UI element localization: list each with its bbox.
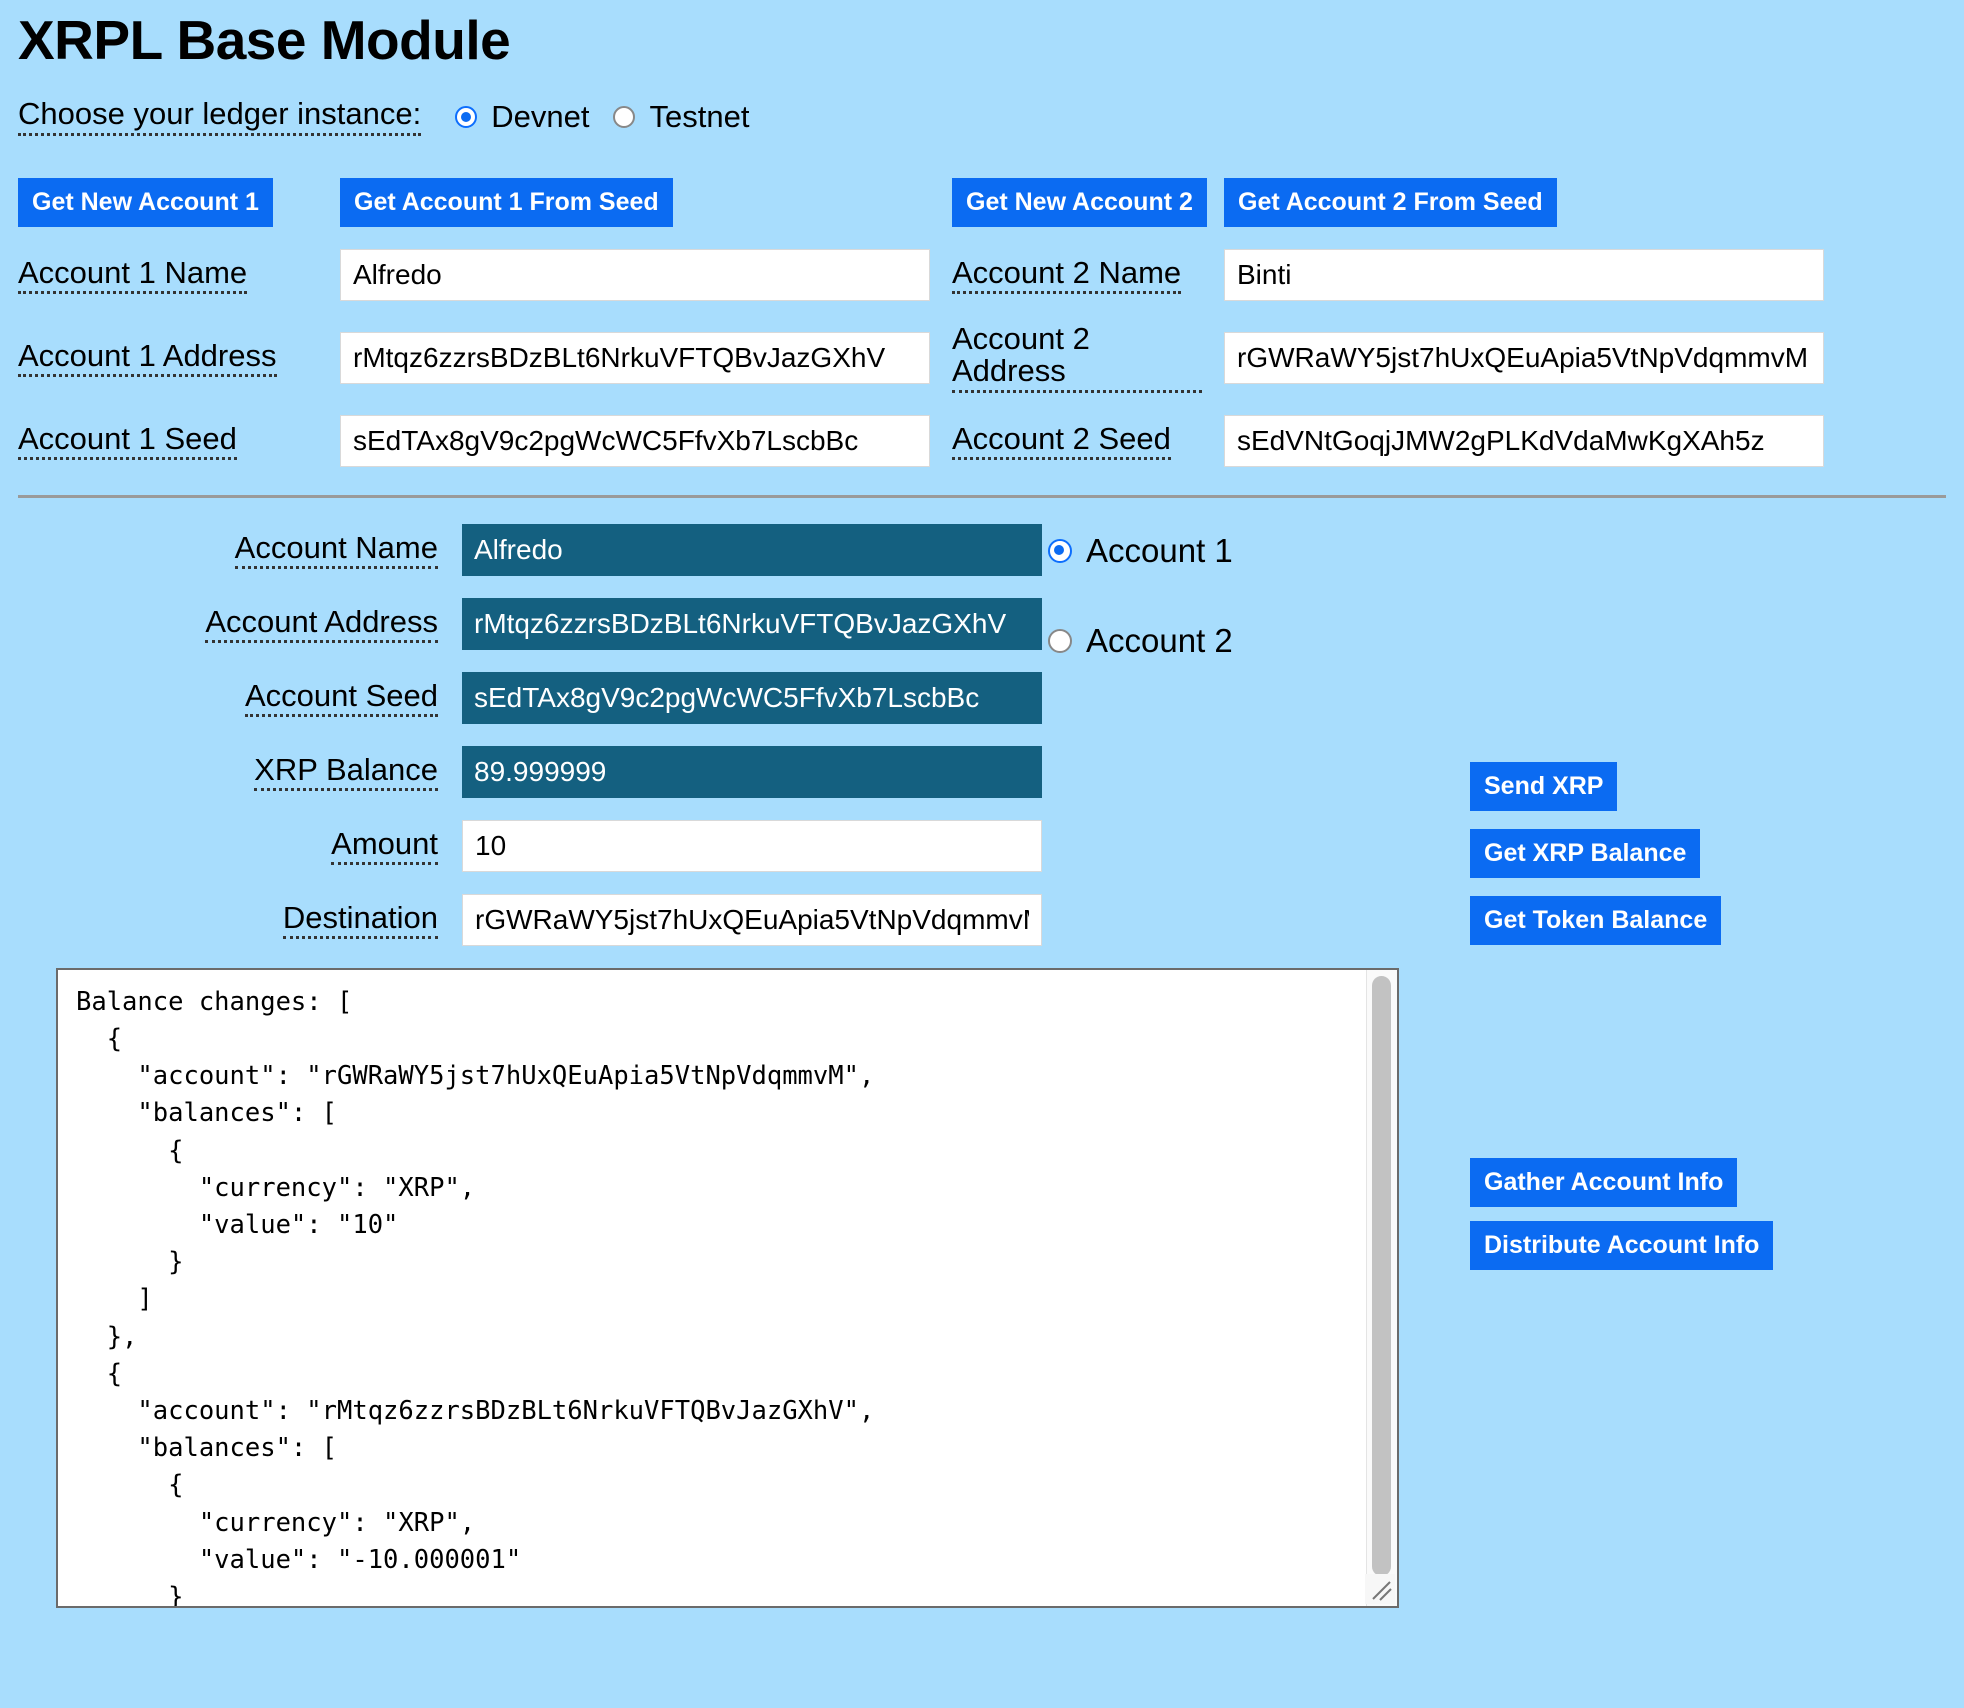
account-selector-1[interactable]: Account 1 xyxy=(1048,532,1233,570)
gather-account-info-button[interactable]: Gather Account Info xyxy=(1470,1157,1738,1207)
account-name-label-cell: Account Name xyxy=(18,530,438,570)
resize-handle-icon[interactable] xyxy=(1365,1573,1395,1604)
account-address-label: Account Address xyxy=(205,605,438,644)
ledger-option-testnet-label: Testnet xyxy=(649,98,750,134)
amount-label-cell: Amount xyxy=(18,826,438,866)
ledger-option-devnet-label: Devnet xyxy=(491,98,590,134)
ledger-option-devnet[interactable]: Devnet xyxy=(455,99,589,135)
account-selector-2-label: Account 2 xyxy=(1086,621,1233,659)
xrp-balance-label-cell: XRP Balance xyxy=(18,752,438,792)
radio-account-2-icon[interactable] xyxy=(1048,628,1072,653)
account-info-actions-group: Gather Account Info Distribute Account I… xyxy=(1470,1157,1774,1270)
account-address-field[interactable] xyxy=(462,597,1042,650)
xrp-balance-label: XRP Balance xyxy=(254,753,438,792)
amount-input[interactable] xyxy=(462,819,1042,872)
transaction-form: Account Name Account Address Account See… xyxy=(18,523,1946,946)
section-divider xyxy=(18,494,1946,498)
output-textarea[interactable]: Balance changes: [ { "account": "rGWRaWY… xyxy=(56,967,1399,1608)
account-2-address-label-cell: Account 2 Address xyxy=(952,322,1202,393)
destination-label: Destination xyxy=(282,901,438,940)
output-scrollbar[interactable] xyxy=(1366,969,1397,1606)
output-text: Balance changes: [ { "account": "rGWRaWY… xyxy=(76,986,875,1608)
destination-input[interactable] xyxy=(462,893,1042,946)
account-2-name-input[interactable] xyxy=(1224,248,1824,301)
account-1-seed-label: Account 1 Seed xyxy=(18,422,237,461)
account-2-address-label: Account 2 Address xyxy=(952,322,1202,393)
cell-account-2-from-seed: Get Account 2 From Seed xyxy=(1224,177,1557,227)
cell-new-account-1: Get New Account 1 xyxy=(18,177,273,227)
destination-label-cell: Destination xyxy=(18,900,438,940)
account-1-seed-label-cell: Account 1 Seed xyxy=(18,421,318,461)
account-1-name-label-cell: Account 1 Name xyxy=(18,255,318,295)
radio-testnet-icon[interactable] xyxy=(613,105,636,128)
page-title: XRPL Base Module xyxy=(18,9,511,71)
account-name-label: Account Name xyxy=(234,531,438,570)
balance-actions-group: Send XRP Get XRP Balance Get Token Balan… xyxy=(1470,761,1722,945)
account-2-seed-label-cell: Account 2 Seed xyxy=(952,421,1202,461)
account-1-name-input[interactable] xyxy=(340,248,930,301)
account-selector-2[interactable]: Account 2 xyxy=(1048,622,1233,660)
account-name-field[interactable] xyxy=(462,523,1042,576)
get-account-1-from-seed-button[interactable]: Get Account 1 From Seed xyxy=(340,177,673,227)
account-1-name-label: Account 1 Name xyxy=(18,256,248,295)
account-selector-group: Account 1 Account 2 xyxy=(1048,532,1257,712)
amount-label: Amount xyxy=(331,827,438,866)
ledger-instance-label: Choose your ledger instance: xyxy=(18,97,422,136)
account-2-seed-input[interactable] xyxy=(1224,414,1824,467)
radio-account-1-icon[interactable] xyxy=(1048,538,1072,563)
account-selector-1-label: Account 1 xyxy=(1086,531,1233,569)
ledger-instance-row: Choose your ledger instance: Devnet Test… xyxy=(18,97,1946,136)
output-scrollbar-thumb[interactable] xyxy=(1372,975,1391,1576)
account-seed-label-cell: Account Seed xyxy=(18,678,438,718)
output-section: Balance changes: [ { "account": "rGWRaWY… xyxy=(18,967,1946,1608)
xrp-balance-field[interactable] xyxy=(462,745,1042,798)
account-2-address-input[interactable] xyxy=(1224,331,1824,384)
account-1-seed-input[interactable] xyxy=(340,414,930,467)
ledger-option-testnet[interactable]: Testnet xyxy=(613,99,749,135)
account-1-address-label-cell: Account 1 Address xyxy=(18,338,318,378)
send-xrp-button[interactable]: Send XRP xyxy=(1470,761,1618,811)
accounts-grid: Get New Account 1 Get Account 1 From See… xyxy=(18,177,1946,467)
cell-new-account-2: Get New Account 2 xyxy=(952,177,1207,227)
account-seed-field[interactable] xyxy=(462,671,1042,724)
radio-devnet-icon[interactable] xyxy=(455,105,478,128)
distribute-account-info-button[interactable]: Distribute Account Info xyxy=(1470,1220,1774,1270)
get-xrp-balance-button[interactable]: Get XRP Balance xyxy=(1470,828,1701,878)
cell-account-1-from-seed: Get Account 1 From Seed xyxy=(340,177,673,227)
account-1-address-input[interactable] xyxy=(340,331,930,384)
account-1-address-label: Account 1 Address xyxy=(18,339,277,378)
account-2-name-label: Account 2 Name xyxy=(952,256,1182,295)
get-new-account-2-button[interactable]: Get New Account 2 xyxy=(952,177,1207,227)
get-token-balance-button[interactable]: Get Token Balance xyxy=(1470,895,1722,945)
account-2-name-label-cell: Account 2 Name xyxy=(952,255,1202,295)
app-root: XRPL Base Module Choose your ledger inst… xyxy=(0,8,1964,1608)
get-account-2-from-seed-button[interactable]: Get Account 2 From Seed xyxy=(1224,177,1557,227)
account-seed-label: Account Seed xyxy=(244,679,438,718)
account-2-seed-label: Account 2 Seed xyxy=(952,422,1171,461)
account-address-label-cell: Account Address xyxy=(18,604,438,644)
get-new-account-1-button[interactable]: Get New Account 1 xyxy=(18,177,273,227)
